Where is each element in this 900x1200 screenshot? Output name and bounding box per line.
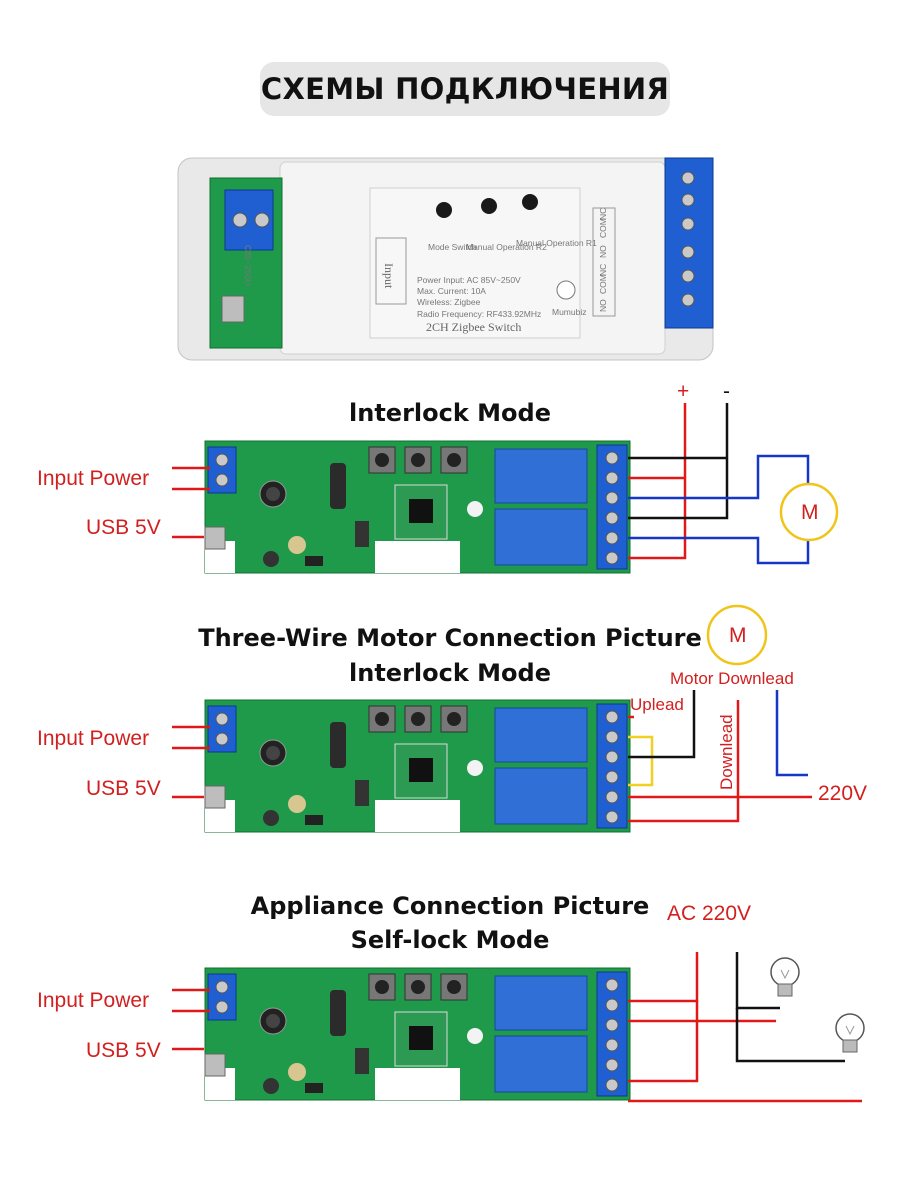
device-brand: Mumubiz xyxy=(552,307,586,317)
section1-board xyxy=(204,440,631,574)
section1-wiring xyxy=(628,403,810,565)
section2-uplead-label: Uplead xyxy=(630,695,684,714)
device-voltage-label: C85~250U xyxy=(243,245,253,286)
device-spec-current: Max. Current: 10A xyxy=(417,286,486,296)
section1-input-power-label: Input Power xyxy=(37,467,149,490)
section2-board xyxy=(204,699,631,833)
section3-usb-label: USB 5V xyxy=(86,1039,161,1062)
section3-title-line1: Appliance Connection Picture xyxy=(251,892,650,920)
section2-motor-icon xyxy=(706,604,768,666)
section2-motor-downlead-label: Motor Downlead xyxy=(670,669,794,688)
section3-bulb2-icon xyxy=(835,1013,865,1053)
section3-title-line2: Self-lock Mode xyxy=(351,926,550,954)
section3-input-wires xyxy=(172,988,210,1013)
device-spec-power: Power Input: AC 85V~250V xyxy=(417,275,521,285)
section2-title-line2: lnterlock Mode xyxy=(349,659,551,687)
mode-switch-button-icon xyxy=(436,202,452,218)
section2-motor-label: M xyxy=(729,624,747,647)
section2-input-power-label: Input Power xyxy=(37,727,149,750)
section3-board xyxy=(204,967,631,1101)
section1-title: lnterlock Mode xyxy=(349,399,551,427)
svg-text:COM: COM xyxy=(598,218,608,238)
device-button3-label: Manual Operation R1 xyxy=(516,238,597,248)
device-terminal-labels: NC COM NO NC COM NO xyxy=(598,208,608,312)
device-enclosure xyxy=(177,157,714,361)
section3-bulb1-icon xyxy=(770,957,800,997)
manual-r1-button-icon xyxy=(522,194,538,210)
section2-usb-label: USB 5V xyxy=(86,777,161,800)
section1-minus-label: - xyxy=(723,380,730,403)
device-button2-label: Manual Operation R2 xyxy=(466,242,547,252)
section2-220v-label: 220V xyxy=(818,782,867,805)
section1-input-wires xyxy=(172,466,210,491)
device-spec-wireless: Wireless: Zigbee xyxy=(417,297,481,307)
svg-text:NO: NO xyxy=(598,299,608,312)
section2-downlead-label: Downlead xyxy=(717,714,736,790)
section1-motor-label: M xyxy=(801,501,819,524)
manual-r2-button-icon xyxy=(481,198,497,214)
section2-title-line1: Three-Wire Motor Connection Picture xyxy=(198,624,702,652)
section3-input-power-label: Input Power xyxy=(37,989,149,1012)
section3-wiring xyxy=(628,952,862,1103)
page-title: СХЕМЫ ПОДКЛЮЧЕНИЯ xyxy=(260,62,670,116)
brand-logo-icon xyxy=(556,280,576,300)
section2-wiring xyxy=(628,690,812,823)
section3-ac220-label: AC 220V xyxy=(667,902,751,925)
device-input-label: Input xyxy=(382,263,396,289)
section1-motor-icon xyxy=(779,482,839,542)
section1-plus-label: + xyxy=(677,380,689,403)
device-button1-label: Mode Switch xyxy=(428,242,477,252)
svg-text:NC: NC xyxy=(598,264,608,276)
device-name: 2CH Zigbee Switch xyxy=(426,320,521,334)
svg-text:COM: COM xyxy=(598,274,608,294)
svg-text:NC: NC xyxy=(598,208,608,220)
device-spec-radio: Radio Frequency: RF433.92MHz xyxy=(417,309,541,319)
svg-text:NO: NO xyxy=(598,245,608,258)
section2-input-wires xyxy=(172,725,210,750)
section1-usb-label: USB 5V xyxy=(86,516,161,539)
